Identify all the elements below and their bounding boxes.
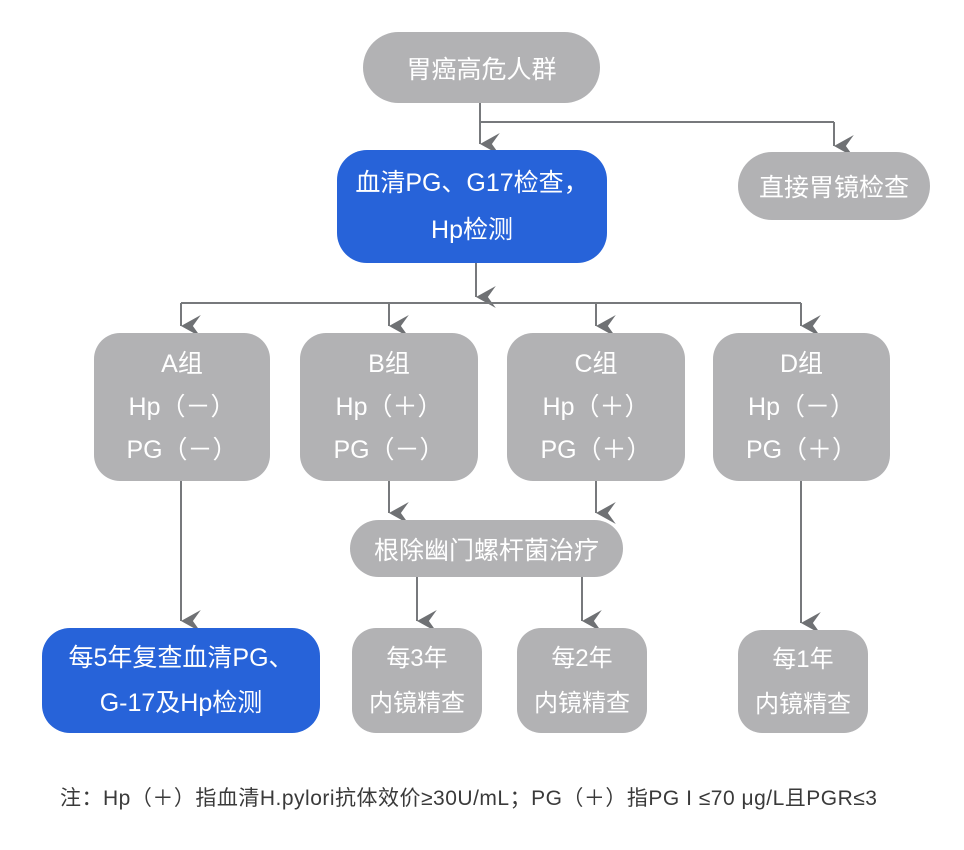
node-line: 每3年	[386, 644, 448, 672]
node-line: D组	[779, 349, 824, 378]
node-line: 内镜精查	[369, 689, 465, 717]
node-line: 每1年	[772, 645, 834, 673]
node-line: Hp（－）	[128, 392, 236, 421]
node-group-c: C组 Hp（＋） PG（＋）	[507, 333, 685, 481]
node-line: 每2年	[551, 644, 613, 672]
node-line: G-17及Hp检测	[99, 688, 263, 717]
node-line: C组	[574, 349, 618, 378]
node-line: 内镜精查	[534, 689, 630, 717]
node-endoscopy-every-3-years: 每3年 内镜精查	[352, 628, 482, 733]
footnote: 注：Hp（＋）指血清H.pylori抗体效价≥30U/mL；PG（＋）指PG I…	[60, 787, 878, 810]
node-endoscopy-every-1-year: 每1年 内镜精查	[738, 630, 868, 733]
node-label: 根除幽门螺杆菌治疗	[373, 536, 599, 565]
node-line: A组	[161, 349, 203, 378]
node-line: 血清PG、G17检查，	[355, 168, 589, 197]
node-label: 胃癌高危人群	[406, 55, 557, 84]
connector-top-split	[479, 103, 834, 123]
node-line: PG（＋）	[745, 435, 858, 464]
node-line: Hp检测	[431, 215, 513, 244]
node-line: B组	[368, 349, 410, 378]
node-label: 直接胃镜检查	[758, 174, 909, 202]
node-line: PG（－）	[333, 435, 445, 464]
node-group-a: A组 Hp（－） PG（－）	[94, 333, 270, 481]
node-endoscopy-every-2-years: 每2年 内镜精查	[517, 628, 647, 733]
node-line: Hp（＋）	[335, 392, 443, 421]
node-line: 每5年复查血清PG、	[68, 643, 294, 672]
node-line: PG（－）	[126, 435, 238, 464]
node-line: PG（＋）	[540, 435, 652, 464]
node-direct-gastroscopy: 直接胃镜检查	[738, 152, 930, 220]
node-line: Hp（－）	[748, 392, 855, 421]
node-high-risk-population: 胃癌高危人群	[363, 32, 600, 103]
node-line: Hp（＋）	[542, 392, 650, 421]
node-line: 内镜精查	[755, 690, 851, 718]
node-recheck-every-5-years: 每5年复查血清PG、 G-17及Hp检测	[42, 628, 320, 733]
node-hp-eradication-treatment: 根除幽门螺杆菌治疗	[350, 520, 623, 577]
node-serum-pg-g17-hp-test: 血清PG、G17检查， Hp检测	[337, 150, 607, 263]
node-group-b: B组 Hp（＋） PG（－）	[300, 333, 478, 481]
node-group-d: D组 Hp（－） PG（＋）	[713, 333, 890, 481]
